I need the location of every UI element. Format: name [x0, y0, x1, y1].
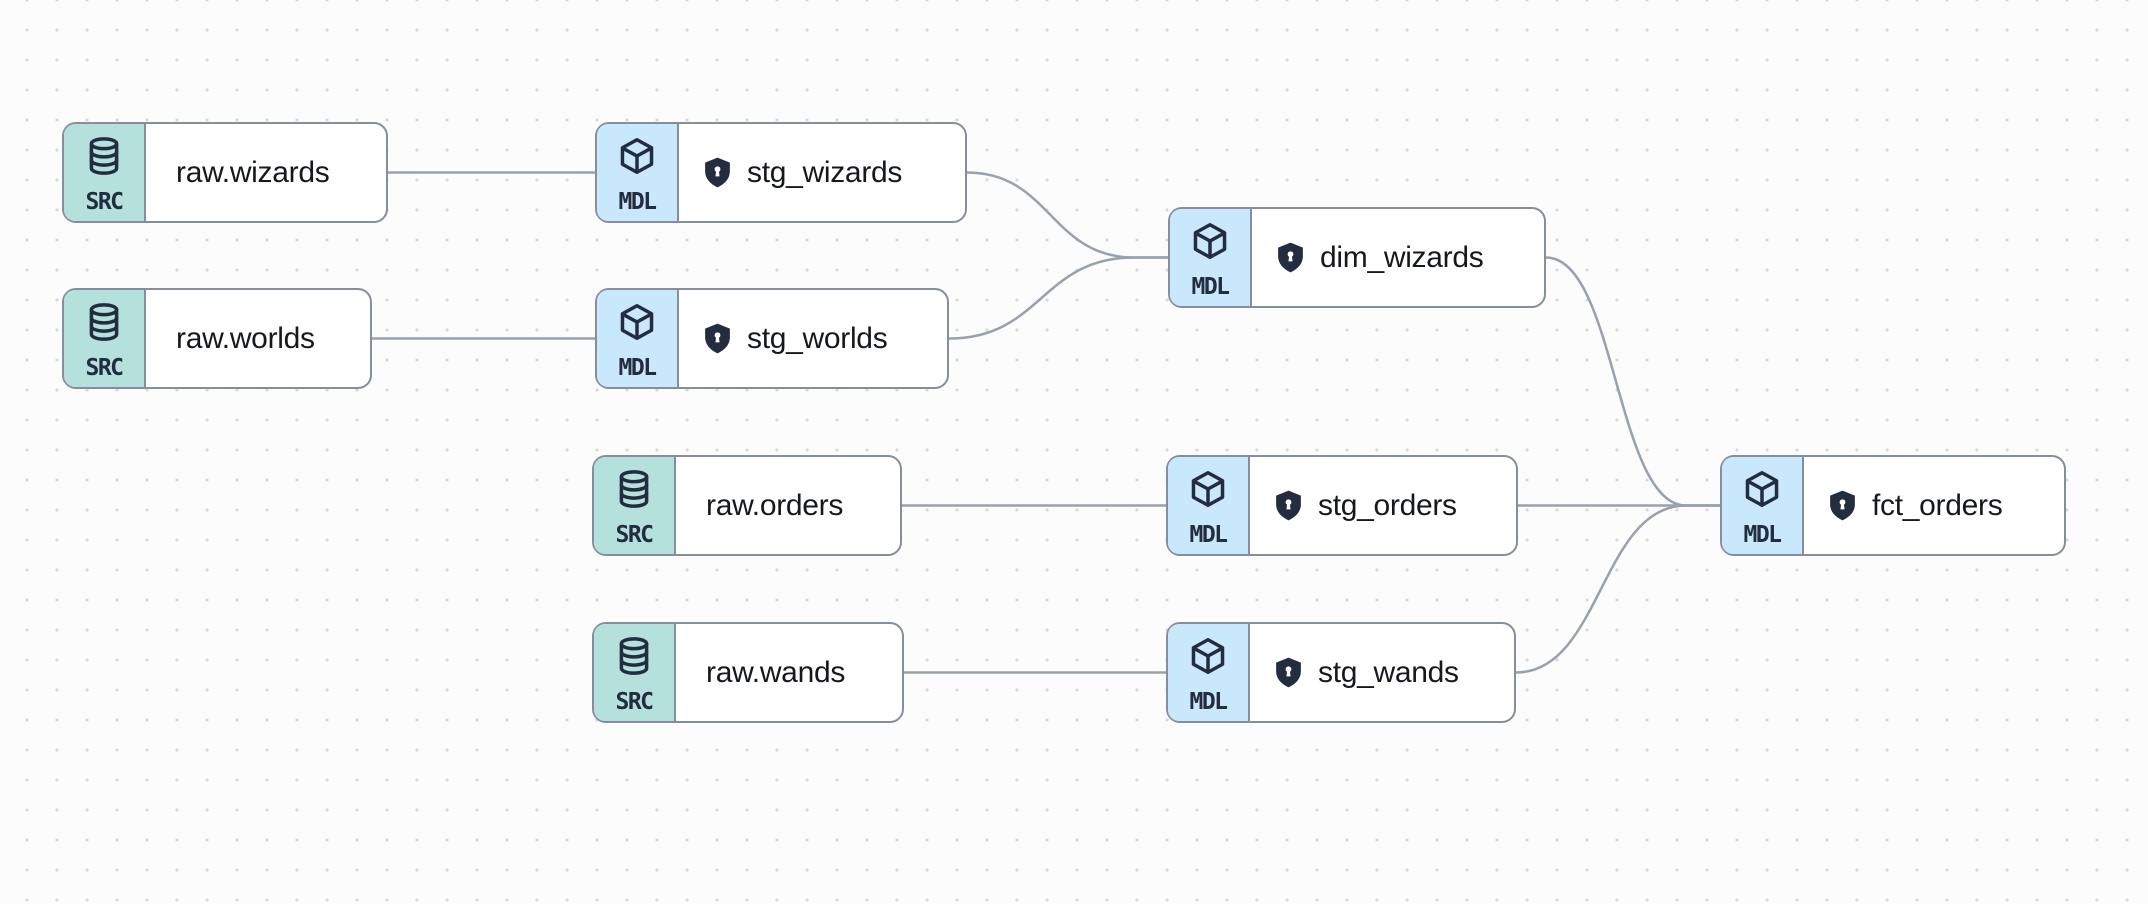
node-raw_wizards[interactable]: SRC raw.wizards — [62, 122, 388, 223]
node-type-badge-model: MDL — [597, 290, 679, 387]
node-name-label: raw.wizards — [176, 155, 330, 189]
node-raw_orders[interactable]: SRC raw.orders — [592, 455, 902, 556]
cube-icon — [616, 135, 658, 177]
node-body: fct_orders — [1804, 457, 2064, 554]
node-type-label: MDL — [1191, 274, 1230, 300]
cube-icon — [1189, 220, 1231, 262]
cube-icon — [616, 301, 658, 343]
database-icon — [83, 301, 125, 343]
node-name-label: dim_wizards — [1320, 240, 1484, 274]
node-type-badge-model: MDL — [1168, 457, 1250, 554]
node-name-label: raw.orders — [706, 488, 844, 522]
node-type-badge-source: SRC — [64, 290, 146, 387]
node-name-label: stg_wands — [1318, 655, 1459, 689]
node-type-badge-model: MDL — [597, 124, 679, 221]
node-name-label: raw.worlds — [176, 321, 315, 355]
node-name-label: fct_orders — [1872, 488, 2003, 522]
database-icon — [613, 635, 655, 677]
cube-icon — [1187, 468, 1229, 510]
shield-lock-icon — [701, 156, 734, 189]
node-type-badge-model: MDL — [1722, 457, 1804, 554]
node-body: dim_wizards — [1252, 209, 1544, 306]
node-name-label: stg_worlds — [747, 321, 888, 355]
database-icon — [613, 468, 655, 510]
node-type-label: SRC — [85, 189, 124, 215]
node-body: raw.orders — [676, 457, 900, 554]
node-type-label: MDL — [618, 189, 657, 215]
node-dim_wizards[interactable]: MDL dim_wizards — [1168, 207, 1546, 308]
edge-stg_wizards-to-dim_wizards — [965, 171, 1170, 259]
node-body: raw.wands — [676, 624, 902, 721]
edge-dim_wizards-to-fct_orders — [1544, 256, 1722, 507]
node-type-label: MDL — [1743, 522, 1782, 548]
node-type-label: SRC — [615, 689, 654, 715]
shield-lock-icon — [1272, 656, 1305, 689]
node-body: stg_worlds — [679, 290, 947, 387]
node-body: raw.wizards — [146, 124, 386, 221]
node-type-badge-source: SRC — [64, 124, 146, 221]
node-body: stg_wands — [1250, 624, 1514, 721]
shield-lock-icon — [701, 322, 734, 355]
node-type-badge-model: MDL — [1168, 624, 1250, 721]
shield-lock-icon — [1272, 489, 1305, 522]
node-name-label: raw.wands — [706, 655, 846, 689]
node-stg_worlds[interactable]: MDL stg_worlds — [595, 288, 949, 389]
node-raw_wands[interactable]: SRC raw.wands — [592, 622, 904, 723]
node-type-label: MDL — [1189, 522, 1228, 548]
shield-lock-icon — [1274, 241, 1307, 274]
node-stg_wands[interactable]: MDL stg_wands — [1166, 622, 1516, 723]
node-raw_worlds[interactable]: SRC raw.worlds — [62, 288, 372, 389]
node-stg_wizards[interactable]: MDL stg_wizards — [595, 122, 967, 223]
shield-lock-icon — [1826, 489, 1859, 522]
node-name-label: stg_orders — [1318, 488, 1457, 522]
edge-stg_worlds-to-dim_wizards — [947, 256, 1170, 340]
edge-stg_wands-to-fct_orders — [1514, 504, 1722, 674]
node-type-label: SRC — [85, 355, 124, 381]
node-body: stg_orders — [1250, 457, 1516, 554]
node-type-label: MDL — [1189, 689, 1228, 715]
node-type-badge-source: SRC — [594, 624, 676, 721]
node-type-label: MDL — [618, 355, 657, 381]
node-type-badge-model: MDL — [1170, 209, 1252, 306]
node-type-label: SRC — [615, 522, 654, 548]
cube-icon — [1187, 635, 1229, 677]
cube-icon — [1741, 468, 1783, 510]
node-stg_orders[interactable]: MDL stg_orders — [1166, 455, 1518, 556]
node-body: stg_wizards — [679, 124, 965, 221]
node-name-label: stg_wizards — [747, 155, 903, 189]
node-fct_orders[interactable]: MDL fct_orders — [1720, 455, 2066, 556]
node-body: raw.worlds — [146, 290, 370, 387]
node-type-badge-source: SRC — [594, 457, 676, 554]
database-icon — [83, 135, 125, 177]
